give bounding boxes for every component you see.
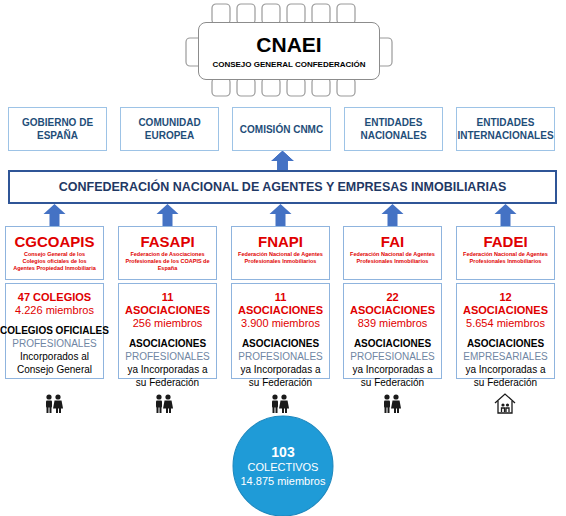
node-text: FAI — [381, 233, 404, 250]
node-text: 103 — [271, 444, 294, 460]
node-text: ASOCIACIONES — [467, 337, 544, 350]
node-text: 4.226 miembros — [15, 304, 94, 317]
entity-box: COMUNIDAD EUROPEA — [120, 107, 219, 151]
node-text: CONFEDERACIÓN NACIONAL DE AGENTES Y EMPR… — [59, 180, 507, 194]
people-icon — [384, 394, 401, 413]
chair — [262, 78, 280, 96]
node-text: Federación Nacional de Agentes Profesion… — [463, 251, 548, 265]
block-arrow — [270, 204, 292, 226]
node-text: 11 ASOCIACIONES — [121, 291, 214, 317]
node-text: 14.875 miembros — [241, 474, 326, 488]
membership-box: 11 ASOCIACIONES3.900 miembrosASOCIACIONE… — [231, 283, 330, 379]
house-icon — [495, 394, 515, 413]
node-text: ENTIDADES INTERNACIONALES — [457, 116, 553, 142]
chair — [337, 4, 355, 24]
node-text: FNAPI — [258, 233, 303, 250]
node-text: Federacion de Asociaciones Profesionales… — [125, 251, 210, 272]
block-arrow — [495, 204, 517, 226]
node-text: ya Incorporadas a su Federación — [459, 363, 552, 389]
organization-box: FASAPIFederacion de Asociaciones Profesi… — [118, 226, 217, 280]
organization-box: FAIFederación Nacional de Agentes Profes… — [343, 226, 442, 280]
people-icon — [46, 394, 63, 413]
node-text: CONSEJO GENERAL CONFEDERACIÓN — [212, 60, 365, 69]
chair — [212, 4, 230, 24]
node-text: 256 miembros — [133, 317, 203, 330]
block-arrow — [272, 151, 294, 170]
node-text: COMUNIDAD EUROPEA — [125, 116, 214, 142]
node-text: ASOCIACIONES — [242, 337, 319, 350]
conference-chairs — [186, 4, 392, 96]
block-arrow — [44, 204, 66, 226]
people-icon — [156, 394, 173, 413]
node-text: FASAPI — [140, 233, 194, 250]
node-text: 5.654 miembros — [466, 317, 545, 330]
node-text: GOBIERNO DE ESPAÑA — [13, 116, 102, 142]
chair — [312, 4, 330, 24]
chair — [237, 4, 255, 24]
node-text: ya Incorporadas a su Federación — [121, 363, 214, 389]
node-text: 11 ASOCIACIONES — [234, 291, 327, 317]
node-text: Federación Nacional de Agentes Profesion… — [238, 251, 323, 265]
total-circle: 103COLECTIVOS14.875 miembros — [232, 415, 334, 516]
node-text: PROFESIONALES — [125, 350, 209, 363]
chair — [337, 78, 355, 96]
node-text: CNAEI — [256, 33, 321, 57]
block-arrow — [272, 151, 294, 170]
confederation-band: CONFEDERACIÓN NACIONAL DE AGENTES Y EMPR… — [8, 170, 557, 204]
node-text: ASOCIACIONES — [129, 337, 206, 350]
organization-box: CGCOAPISConsejo General de los Colegios … — [5, 226, 104, 280]
node-text: EMPRESARIALES — [463, 350, 547, 363]
people-icons — [46, 394, 401, 413]
node-text: ENTIDADES NACIONALES — [349, 116, 438, 142]
node-text: 22 ASOCIACIONES — [346, 291, 439, 317]
chair — [312, 78, 330, 96]
chair — [287, 78, 305, 96]
chair — [262, 4, 280, 24]
chair — [287, 4, 305, 24]
circle-shape — [233, 416, 333, 516]
node-text: 47 COLEGIOS — [18, 291, 91, 304]
node-text: ASOCIACIONES — [354, 337, 431, 350]
node-text: PROFESIONALES — [12, 337, 96, 350]
membership-box: 12 ASOCIACIONES5.654 miembrosASOCIACIONE… — [456, 283, 555, 379]
node-text: ya Incorporadas a su Federación — [234, 363, 327, 389]
node-text: COLECTIVOS — [248, 460, 319, 474]
entity-box: GOBIERNO DE ESPAÑA — [8, 107, 107, 151]
node-text: PROFESIONALES — [238, 350, 322, 363]
block-arrow — [272, 151, 294, 170]
node-text: COMISIÓN CNMC — [240, 123, 323, 136]
node-text: 3.900 miembros — [241, 317, 320, 330]
chair — [237, 78, 255, 96]
entity-box: ENTIDADES INTERNACIONALES — [456, 107, 555, 151]
node-text: 12 ASOCIACIONES — [459, 291, 552, 317]
table-box: CNAEI CONSEJO GENERAL CONFEDERACIÓN — [198, 22, 380, 80]
block-arrow — [382, 204, 404, 226]
people-icon — [272, 394, 289, 413]
node-text: 839 miembros — [358, 317, 428, 330]
block-arrow — [272, 151, 294, 170]
membership-box: 47 COLEGIOS4.226 miembrosCOLEGIOS OFICIA… — [5, 283, 104, 379]
node-text: Incorporados al Consejo General — [8, 350, 101, 376]
entity-box: COMISIÓN CNMC — [232, 107, 331, 151]
node-text: Consejo General de los Colegios oficiale… — [12, 251, 97, 272]
block-arrow — [157, 204, 179, 226]
chair — [212, 78, 230, 96]
entity-box: ENTIDADES NACIONALES — [344, 107, 443, 151]
node-text: COLEGIOS OFICIALES — [0, 324, 109, 337]
node-text: ya Incorporadas a su Federación — [346, 363, 439, 389]
membership-box: 22 ASOCIACIONES839 miembrosASOCIACIONESP… — [343, 283, 442, 379]
organization-box: FADEIFederación Nacional de Agentes Prof… — [456, 226, 555, 280]
node-text: PROFESIONALES — [350, 350, 434, 363]
node-text: FADEI — [483, 233, 527, 250]
node-text: Federación Nacional de Agentes Profesion… — [350, 251, 435, 265]
organization-box: FNAPIFederación Nacional de Agentes Prof… — [231, 226, 330, 280]
membership-box: 11 ASOCIACIONES256 miembrosASOCIACIONESP… — [118, 283, 217, 379]
node-text: CGCOAPIS — [14, 233, 94, 250]
block-arrow — [272, 151, 294, 170]
